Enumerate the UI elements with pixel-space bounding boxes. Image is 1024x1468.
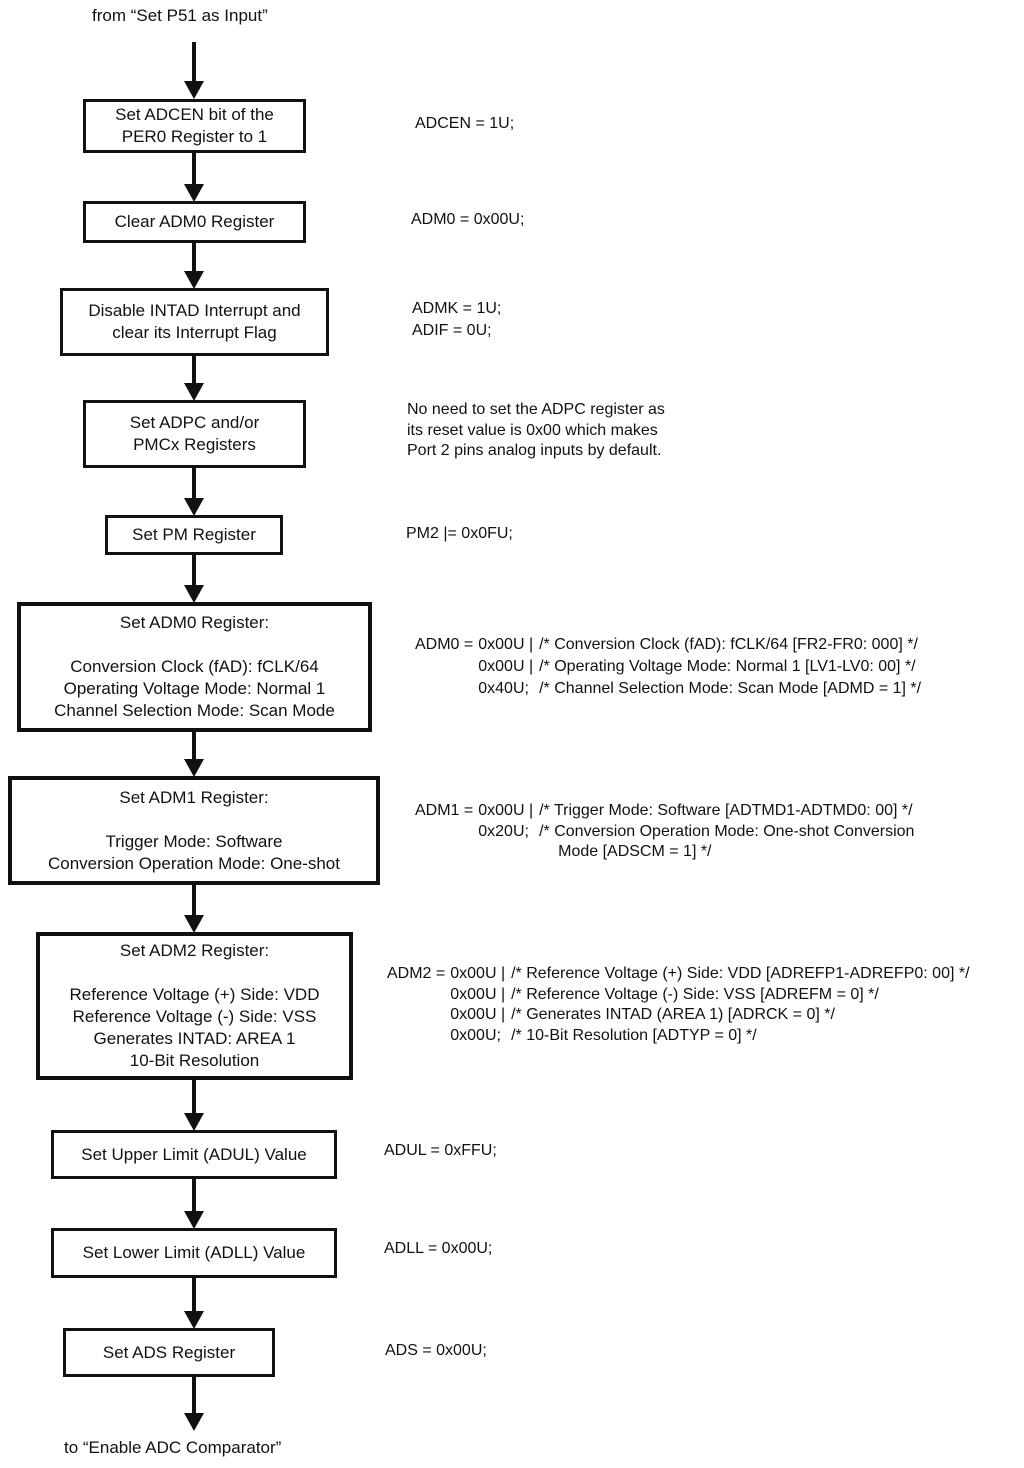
code-comment: Mode [ADSCM = 1] */ [558,843,712,860]
code-value [478,842,533,863]
code-comment: /* Trigger Mode: Software [ADTMD1-ADTMD0… [539,802,913,819]
down-arrow [183,42,205,99]
code-comment: /* Reference Voltage (-) Side: VSS [ADRE… [511,985,879,1003]
code-value: 0x40U; [478,680,529,697]
down-arrow [183,355,205,401]
step-title: Set ADM2 Register: [119,941,270,960]
code-head-spacer [415,822,478,843]
step-box-adm1: Set ADM1 Register: Trigger Mode: Softwar… [8,776,380,885]
step-box-adm2: Set ADM2 Register: Reference Voltage (+)… [36,932,353,1080]
down-arrow [183,1277,205,1329]
exit-label: to “Enable ADC Comparator” [64,1438,282,1457]
code-annotation-intad: ADMK = 1U; ADIF = 0U; [412,298,501,342]
code-annotation-adcen: ADCEN = 1U; [415,115,515,132]
spacer [194,962,195,984]
step-title: Set ADM0 Register: [119,613,270,632]
code-value: 0x00U | [450,985,506,1003]
spacer [194,809,195,831]
code-line: ADMK = 1U; [412,300,502,317]
code-comment: /* Operating Voltage Mode: Normal 1 [LV1… [539,658,916,675]
code-value: 0x00U; [450,1026,501,1044]
code-annotation-clear-adm0: ADM0 = 0x00U; [411,211,525,228]
down-arrow [183,152,205,202]
code-head: ADM1 = [415,802,474,819]
code-comment: /* Conversion Operation Mode: One-shot C… [539,822,915,840]
code-head-spacer [415,842,478,863]
step-box-adcen: Set ADCEN bit of the PER0 Register to 1 [83,99,306,153]
code-comment: /* Conversion Clock (fAD): fCLK/64 [FR2-… [539,636,918,653]
code-annotation-adm0: ADM0 = 0x00U | /* Conversion Clock (fAD)… [415,634,921,700]
step-box-ads: Set ADS Register [63,1328,275,1377]
down-arrow [183,467,205,516]
down-arrow [183,554,205,603]
code-annotation-adul: ADUL = 0xFFU; [384,1142,497,1159]
step-text: PER0 Register to 1 [121,127,268,146]
spacer [194,634,195,656]
code-comment: /* 10-Bit Resolution [ADTYP = 0] */ [511,1026,757,1044]
step-text: 10-Bit Resolution [129,1051,260,1070]
note-line: Port 2 pins analog inputs by default. [407,442,662,459]
code-value: 0x00U | [478,636,534,653]
code-annotation-pm: PM2 |= 0x0FU; [406,525,513,542]
code-value: 0x20U; [478,822,529,840]
code-annotation-ads: ADS = 0x00U; [385,1342,487,1359]
step-text: Set ADCEN bit of the [115,105,274,124]
step-box-adpc: Set ADPC and/or PMCx Registers [83,400,306,468]
step-text: Operating Voltage Mode: Normal 1 [63,679,326,698]
step-text: PMCx Registers [133,435,256,454]
step-box-intad: Disable INTAD Interrupt and clear its In… [60,288,329,356]
step-text: Reference Voltage (+) Side: VDD [69,985,320,1004]
step-box-pm: Set PM Register [105,515,283,555]
code-head-spacer [387,985,450,1006]
step-box-clear-adm0: Clear ADM0 Register [83,201,306,243]
code-annotation-adm1: ADM1 = 0x00U | /* Trigger Mode: Software… [415,801,914,863]
note-annotation-adpc: No need to set the ADPC register as its … [407,400,665,462]
code-comment: /* Channel Selection Mode: Scan Mode [AD… [539,680,922,697]
step-text: Generates INTAD: AREA 1 [93,1029,296,1048]
code-comment: /* Generates INTAD (AREA 1) [ADRCK = 0] … [511,1006,835,1023]
down-arrow [183,1377,205,1431]
step-text: Conversion Operation Mode: One-shot [48,853,340,873]
code-comment: /* Reference Voltage (+) Side: VDD [ADRE… [511,965,970,982]
code-value: 0x00U | [450,1006,506,1023]
down-arrow [183,1079,205,1131]
step-text: Set PM Register [132,525,256,544]
step-text: Clear ADM0 Register [114,212,275,231]
code-head-spacer [387,1026,450,1047]
code-head-spacer [415,656,478,678]
code-value: 0x00U | [450,965,506,982]
down-arrow [183,884,205,933]
step-text: Trigger Mode: Software [105,831,283,851]
step-box-adul: Set Upper Limit (ADUL) Value [51,1130,337,1179]
entry-label: from “Set P51 as Input” [92,6,268,25]
note-line: its reset value is 0x00 which makes [407,421,658,439]
note-line: No need to set the ADPC register as [407,401,665,418]
step-text: Reference Voltage (-) Side: VSS [72,1007,317,1026]
code-value: 0x00U | [478,802,534,819]
code-line: ADIF = 0U; [412,322,492,339]
step-text: Disable INTAD Interrupt and [88,301,301,320]
step-text: clear its Interrupt Flag [112,323,277,342]
step-box-adll: Set Lower Limit (ADLL) Value [51,1228,337,1278]
code-head-spacer [415,678,478,700]
code-head-spacer [387,1005,450,1026]
down-arrow [183,1178,205,1229]
step-title: Set ADM1 Register: [119,787,269,807]
code-annotation-adm2: ADM2 = 0x00U | /* Reference Voltage (+) … [387,964,970,1046]
step-box-adm0: Set ADM0 Register: Conversion Clock (fAD… [17,602,372,732]
down-arrow [183,731,205,777]
step-text: Set ADPC and/or [129,413,260,432]
step-text: Channel Selection Mode: Scan Mode [54,701,335,720]
down-arrow [183,242,205,289]
step-text: Conversion Clock (fAD): fCLK/64 [70,657,319,676]
code-head: ADM2 = [387,965,446,982]
step-text: Set Lower Limit (ADLL) Value [82,1243,306,1262]
code-head: ADM0 = [415,636,474,653]
step-text: Set ADS Register [102,1342,236,1362]
code-annotation-adll: ADLL = 0x00U; [384,1240,493,1257]
code-value: 0x00U | [478,658,534,675]
step-text: Set Upper Limit (ADUL) Value [81,1144,307,1164]
